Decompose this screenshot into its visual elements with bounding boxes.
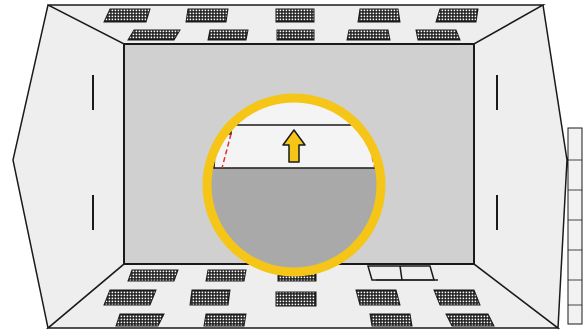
lens-ring: [202, 93, 386, 277]
floor-vents-outer: [103, 289, 495, 327]
left-cut-line: [221, 133, 232, 169]
ceiling-vents-inner: [127, 29, 461, 41]
floor-hatch: [367, 265, 438, 281]
grille-icon: [103, 8, 151, 23]
side-panel-seams: [568, 159, 582, 306]
grille-icon: [435, 8, 479, 23]
grille-icon: [115, 313, 165, 327]
grille-icon: [346, 29, 391, 41]
magnifier-lens: [202, 93, 386, 277]
grille-icon: [275, 8, 315, 23]
grille-icon: [185, 8, 229, 23]
lens-lower-region: [207, 168, 381, 272]
grille-icon: [276, 29, 315, 41]
arrow-up-icon: [282, 129, 306, 163]
grille-icon: [189, 289, 231, 306]
ceiling-vents-outer: [103, 8, 479, 23]
side-panel-strip: [567, 127, 583, 325]
grille-icon: [203, 313, 247, 327]
grille-icon: [355, 289, 401, 306]
left-wall-panel: [12, 3, 125, 330]
grille-icon: [369, 313, 413, 327]
grille-icon: [445, 313, 495, 327]
grille-icon: [205, 269, 247, 282]
grille-icon: [415, 29, 461, 41]
grille-icon: [127, 29, 181, 41]
grille-icon: [275, 291, 317, 307]
grille-icon: [433, 289, 481, 306]
wall-slits: [92, 75, 498, 230]
grille-icon: [207, 29, 249, 41]
grille-icon: [103, 289, 157, 306]
grille-icon: [357, 8, 401, 23]
grille-icon: [127, 269, 179, 282]
